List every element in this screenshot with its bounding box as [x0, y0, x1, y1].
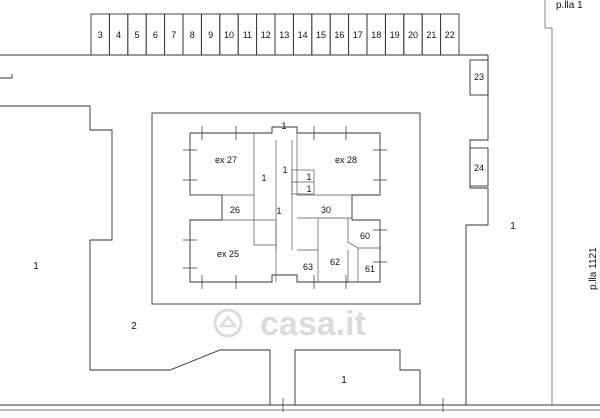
parcel-bottom-label: 1 — [341, 375, 347, 386]
unit-15-label: 15 — [316, 30, 326, 40]
room-61-label: 61 — [365, 264, 375, 274]
parcel-left-label: 1 — [33, 261, 39, 272]
unit-20-label: 20 — [408, 30, 418, 40]
bottom-markers — [282, 398, 444, 412]
room-ex25-label: ex 25 — [217, 249, 239, 259]
unit-9-label: 9 — [208, 30, 213, 40]
watermark: casa.it — [260, 305, 366, 343]
unit-11-label: 11 — [243, 30, 252, 40]
border-right-vertical-label: p.lla 1121 — [588, 247, 599, 290]
common-small1-label: 1 — [306, 172, 311, 182]
unit-18-label: 18 — [371, 30, 381, 40]
common-center-label: 1 — [276, 206, 281, 216]
unit-10-label: 10 — [224, 30, 234, 40]
room-26-label: 26 — [230, 205, 240, 215]
unit-7-label: 7 — [171, 30, 176, 40]
unit-14-label: 14 — [298, 30, 308, 40]
common-mid1-label: 1 — [282, 165, 287, 175]
room-30-label: 30 — [321, 205, 331, 215]
unit-8-label: 8 — [190, 30, 195, 40]
room-62-label: 62 — [330, 257, 340, 267]
room-60-label: 60 — [360, 231, 370, 241]
common-small2-label: 1 — [306, 184, 311, 194]
unit-21-label: 21 — [426, 30, 436, 40]
unit-24-label: 24 — [474, 163, 484, 173]
common-mid2-label: 1 — [261, 173, 266, 183]
unit-12-label: 12 — [261, 30, 271, 40]
unit-13-label: 13 — [279, 30, 289, 40]
central-building: ex 27 ex 28 ex 25 26 30 60 61 62 63 1 1 … — [151, 112, 421, 305]
unit-4-label: 4 — [116, 30, 121, 40]
room-ex28-label: ex 28 — [335, 155, 357, 165]
unit-3-label: 3 — [98, 30, 103, 40]
watermark-logo-icon — [213, 308, 243, 338]
parcel-court-label: 2 — [131, 321, 137, 332]
common-top-label: 1 — [281, 121, 286, 131]
room-ex27-label: ex 27 — [215, 155, 237, 165]
parcel-labels: 1 1 1 2 — [33, 221, 516, 386]
unit-6-label: 6 — [153, 30, 158, 40]
unit-17-label: 17 — [353, 30, 363, 40]
top-units-row: 3 4 5 6 7 8 9 10 11 12 13 14 15 16 17 18 19 20 21 22 — [90, 13, 460, 56]
unit-16-label: 16 — [334, 30, 344, 40]
parcel-right-label: 1 — [510, 221, 516, 232]
unit-19-label: 19 — [390, 30, 400, 40]
unit-22-box — [440, 13, 460, 56]
room-63-label: 63 — [303, 262, 313, 272]
unit-22-label: 22 — [445, 30, 455, 40]
right-units: 23 24 — [469, 59, 489, 187]
unit-23-label: 23 — [474, 72, 484, 82]
border-top-right-label: p.lla 1 — [556, 0, 583, 11]
unit-5-label: 5 — [134, 30, 139, 40]
